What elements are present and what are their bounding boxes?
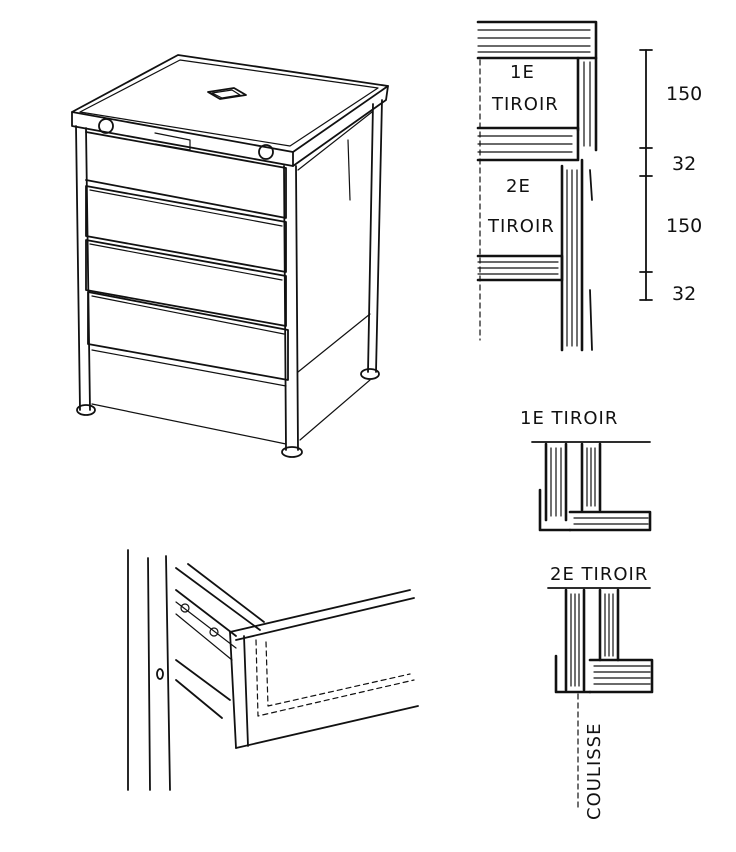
- dimension-32-a: 32: [672, 153, 696, 175]
- joint1-title: 1E TIROIR: [520, 408, 618, 429]
- drawer2-number: 2E: [506, 176, 531, 197]
- joint2-title: 2E TIROIR: [550, 564, 648, 585]
- dimension-chain: 150 32 150 32: [639, 49, 702, 305]
- joint-detail-drawer2: 2E TIROIR COULISSE: [547, 564, 654, 820]
- dimension-150-a: 150: [666, 83, 702, 105]
- dimension-150-b: 150: [666, 215, 702, 237]
- joint-detail-drawer1: 1E TIROIR: [520, 408, 652, 532]
- slide-label: COULISSE: [584, 723, 605, 820]
- drawer2-word: TIROIR: [487, 216, 555, 237]
- cabinet-sketch: [71, 54, 389, 458]
- dimension-32-b: 32: [672, 283, 696, 305]
- drawer1-word: TIROIR: [491, 94, 559, 115]
- drawer1-number: 1E: [510, 62, 535, 83]
- slide-perspective-detail: [127, 549, 419, 791]
- section-detail: 1E TIROIR 2E TIROIR: [476, 20, 598, 352]
